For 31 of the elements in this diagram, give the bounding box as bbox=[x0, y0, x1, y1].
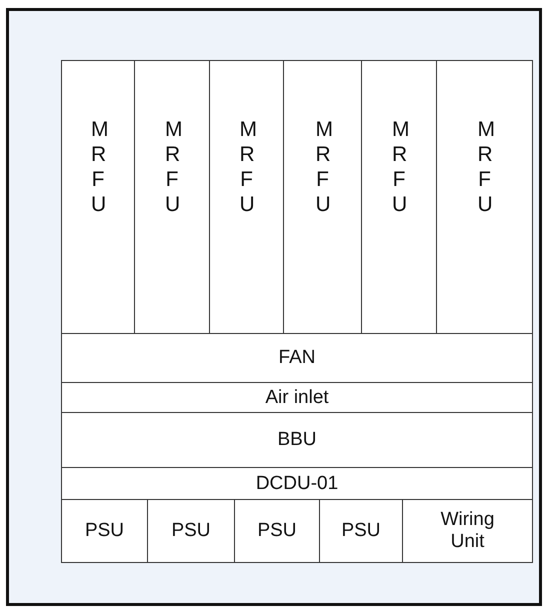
module-slot bbox=[436, 60, 533, 334]
module-label: PSU bbox=[84, 520, 124, 542]
module-label: M R F U bbox=[91, 117, 105, 217]
module-label: PSU bbox=[257, 520, 297, 542]
module-panel bbox=[61, 382, 533, 413]
module-label: Air inlet bbox=[265, 386, 329, 408]
module-slot bbox=[209, 60, 284, 334]
module-panel bbox=[61, 333, 533, 383]
module-slot bbox=[283, 60, 362, 334]
module-slot bbox=[361, 60, 437, 334]
module-label: M R F U bbox=[478, 117, 492, 217]
module-label: M R F U bbox=[240, 117, 254, 217]
module-label: DCDU-01 bbox=[256, 472, 338, 494]
module-slot bbox=[134, 60, 210, 334]
module-slot bbox=[61, 60, 135, 334]
module-label: M R F U bbox=[392, 117, 406, 217]
cabinet-frame bbox=[6, 8, 542, 606]
module-panel bbox=[234, 499, 320, 563]
module-label: BBU bbox=[277, 429, 317, 451]
module-label: M R F U bbox=[165, 117, 179, 217]
module-panel bbox=[61, 499, 148, 563]
module-panel bbox=[61, 412, 533, 468]
module-panel bbox=[402, 499, 533, 563]
module-label: PSU bbox=[341, 520, 381, 542]
module-label: Wiring Unit bbox=[440, 509, 496, 553]
module-label: M R F U bbox=[316, 117, 330, 217]
module-panel bbox=[319, 499, 403, 563]
module-panel bbox=[61, 467, 533, 500]
module-label: FAN bbox=[278, 347, 316, 369]
module-label: PSU bbox=[171, 520, 211, 542]
module-panel bbox=[147, 499, 235, 563]
